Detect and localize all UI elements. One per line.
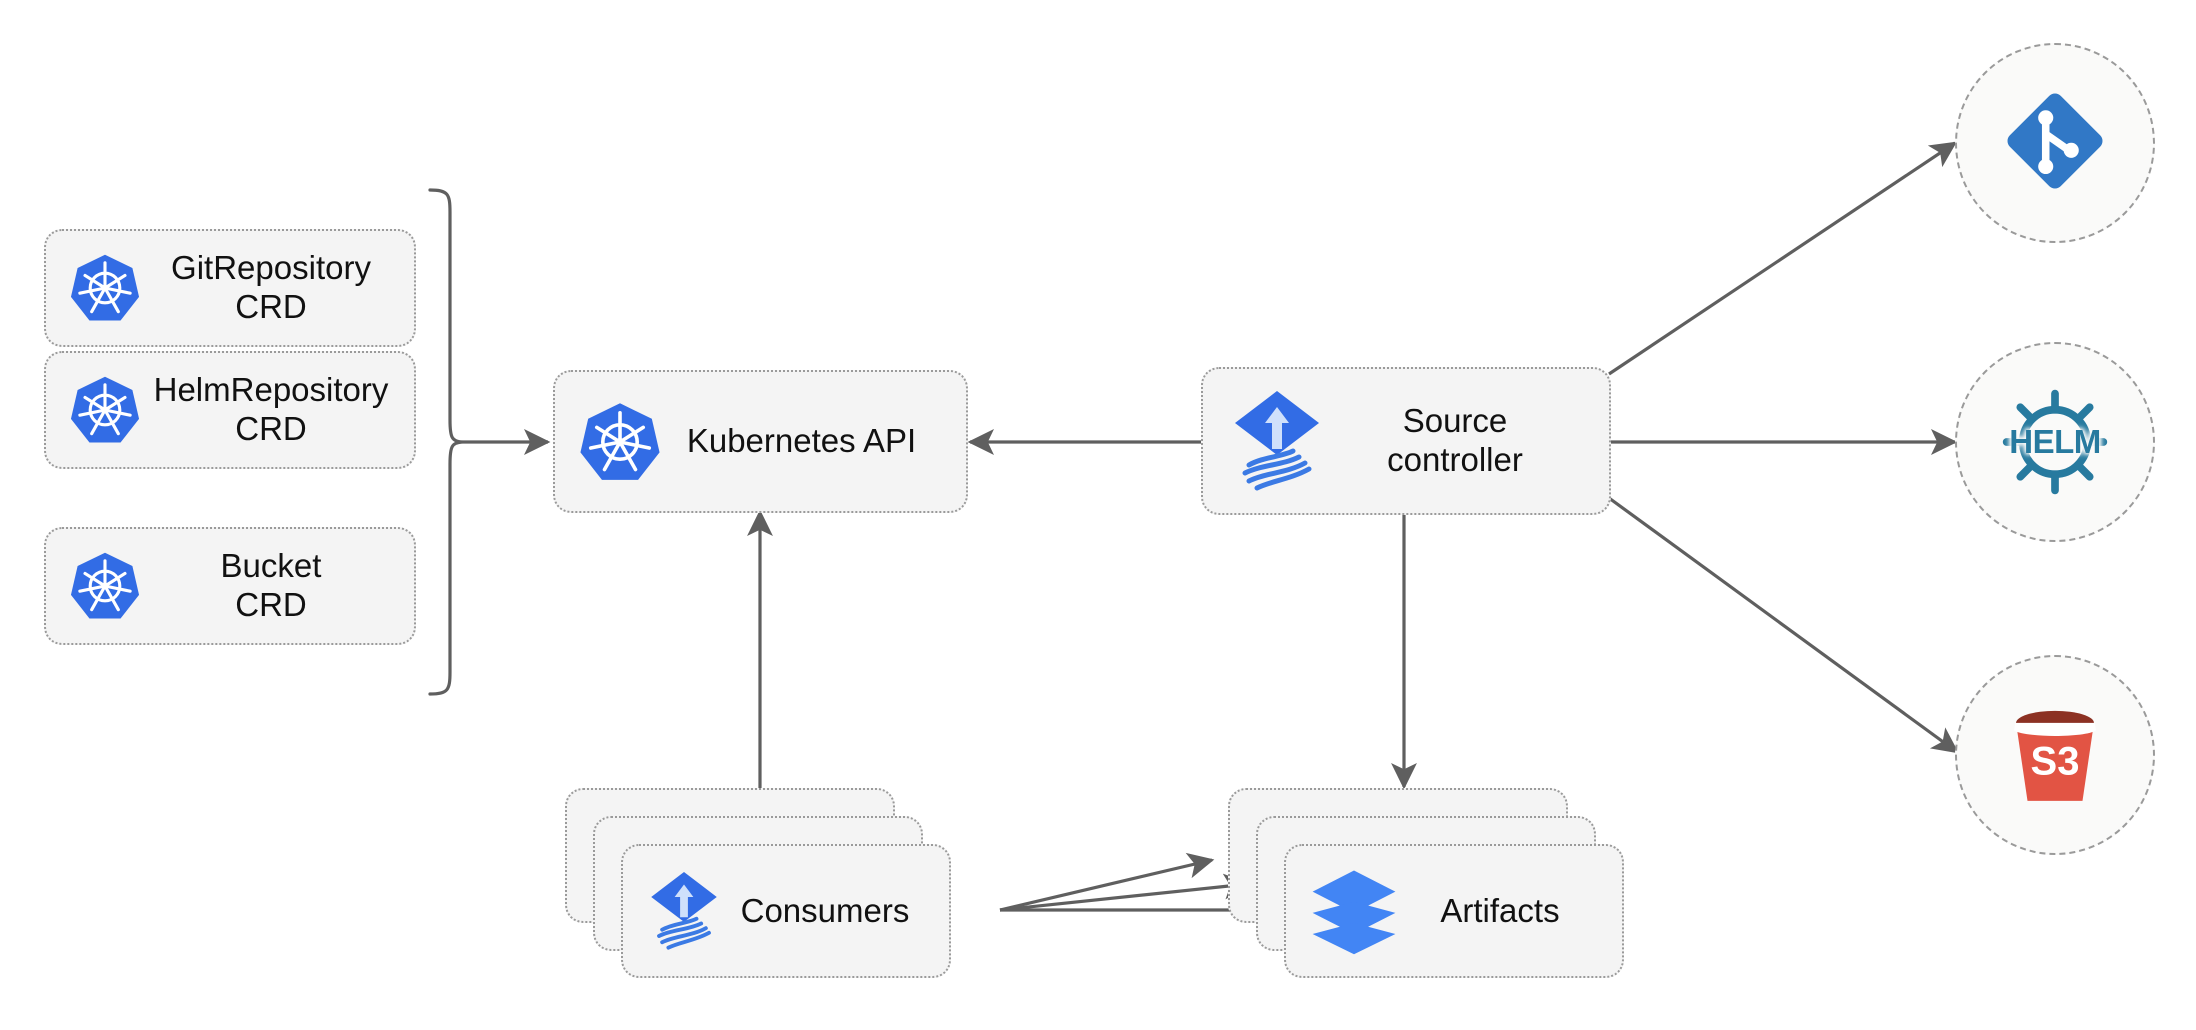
external-source-helm[interactable]: HELM — [1955, 342, 2155, 542]
helm-wordmark: HELM — [2009, 423, 2101, 460]
crd-label: HelmRepository CRD — [153, 371, 389, 447]
flux-icon — [1227, 387, 1327, 495]
crd-label: GitRepository CRD — [171, 249, 371, 325]
helm-icon: HELM — [1993, 380, 2117, 504]
crd-box-helmrepository[interactable]: HelmRepository CRD — [44, 351, 416, 469]
wire-source-to-s3 — [1608, 496, 1959, 754]
kubernetes-icon — [68, 373, 142, 447]
kubernetes-icon — [577, 399, 663, 485]
flux-icon — [645, 867, 723, 955]
git-icon — [1997, 83, 2113, 204]
crd-group-brace — [428, 188, 463, 696]
layers-icon — [1308, 865, 1400, 957]
s3-wordmark: S3 — [2030, 739, 2080, 784]
source-controller-node[interactable]: Source controller — [1201, 367, 1611, 515]
artifacts-label: Artifacts — [1440, 892, 1560, 929]
artifacts-node[interactable]: Artifacts — [1284, 844, 1624, 978]
artifacts-stack[interactable]: Artifacts — [1228, 788, 1648, 978]
external-source-s3[interactable]: S3 — [1955, 655, 2155, 855]
s3-bucket-icon: S3 — [1996, 700, 2114, 810]
consumers-stack[interactable]: Consumers — [565, 788, 965, 978]
consumers-node[interactable]: Consumers — [621, 844, 951, 978]
crd-box-bucket[interactable]: Bucket CRD — [44, 527, 416, 645]
wire-consumers-to-artifacts-mid — [999, 873, 1251, 912]
wire-consumers-to-artifacts-top — [999, 852, 1215, 912]
crd-label: Bucket CRD — [220, 547, 322, 623]
kubernetes-api-label: Kubernetes API — [686, 422, 917, 460]
crd-box-gitrepository[interactable]: GitRepository CRD — [44, 229, 416, 347]
kubernetes-icon — [68, 251, 142, 325]
external-source-git[interactable] — [1955, 43, 2155, 243]
kubernetes-api-node[interactable]: Kubernetes API — [553, 370, 968, 513]
kubernetes-icon — [68, 549, 142, 623]
wire-source-to-git — [1608, 141, 1957, 376]
consumers-label: Consumers — [740, 892, 910, 929]
source-controller-label: Source controller — [1387, 402, 1523, 478]
